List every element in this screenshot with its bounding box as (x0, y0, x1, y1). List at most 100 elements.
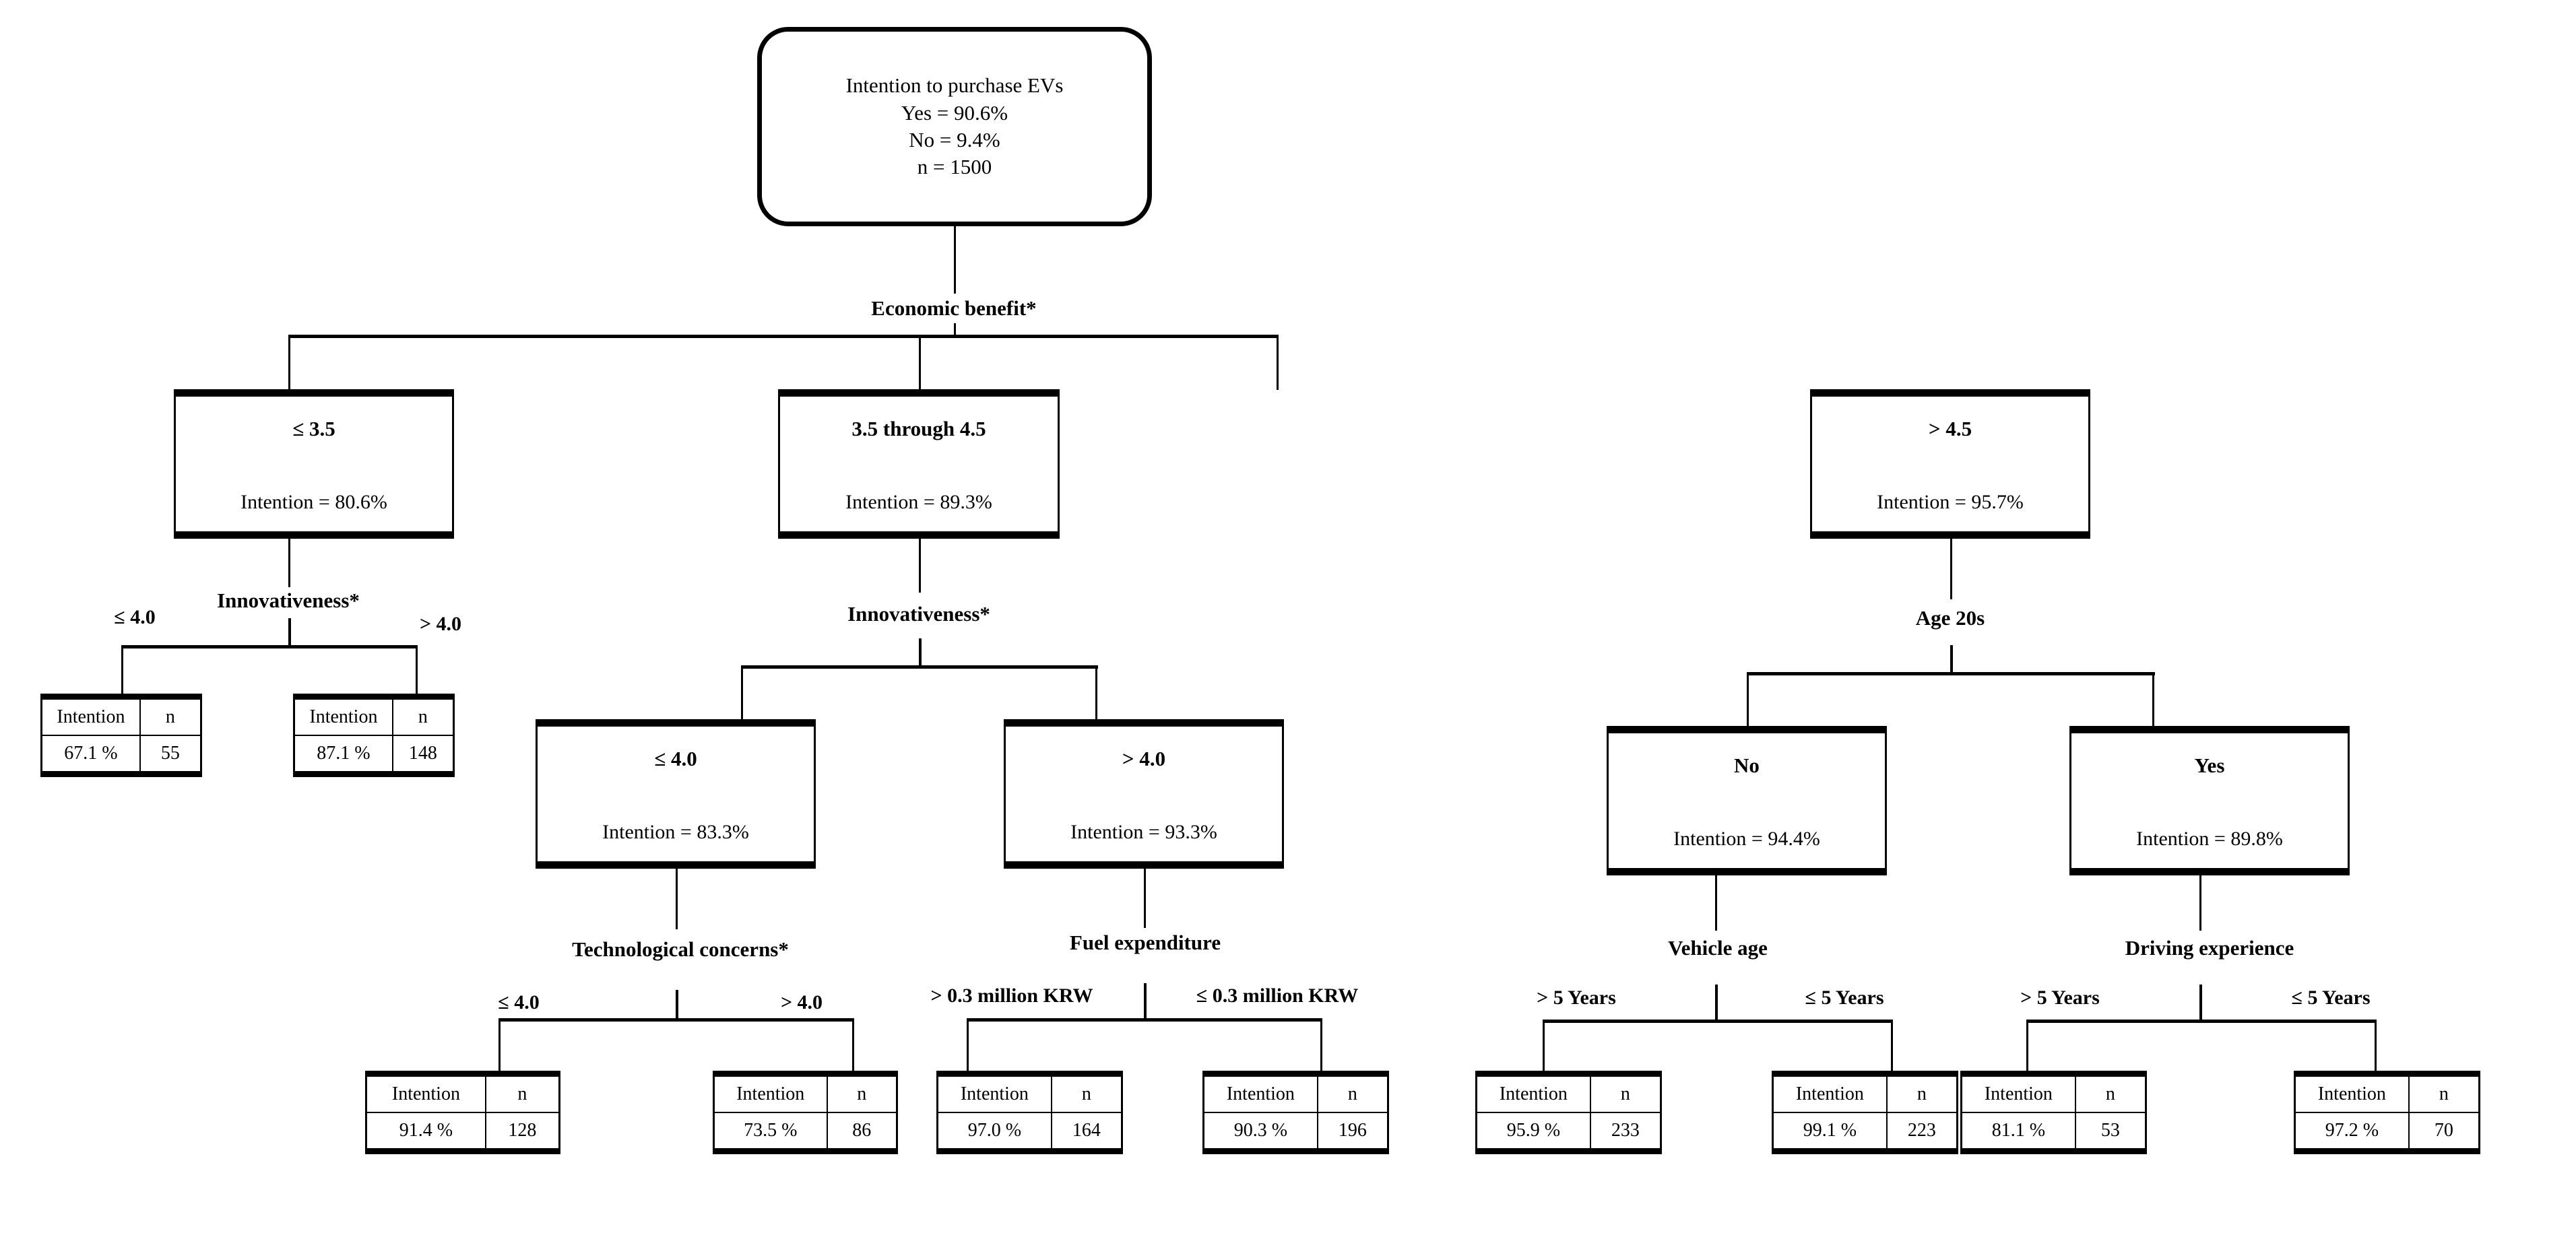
connector-inn-mid-stem (919, 638, 922, 667)
node-innovativeness-le: ≤ 4.0 Intention = 83.3% (536, 719, 816, 869)
leaf-value-intention: 91.4 % (365, 1112, 486, 1152)
node-title: ≤ 4.0 (654, 747, 697, 770)
connector-tech-stem (676, 990, 678, 1020)
leaf-value-n: 196 (1316, 1112, 1389, 1152)
leaf-table-7: Intention n 95.9 % 233 (1475, 1071, 1662, 1154)
connector-inn-left-drop-2 (416, 645, 418, 694)
leaf-value-n: 128 (484, 1112, 560, 1152)
table-row: 81.1 % 53 (1960, 1112, 2147, 1152)
connector-inn-left-drop-1 (121, 645, 123, 694)
root-line-yes: Yes = 90.6% (901, 100, 1008, 125)
node-economic-benefit-high: > 4.5 Intention = 95.7% (1810, 389, 2090, 539)
leaf-header-intention: Intention (1475, 1073, 1591, 1113)
root-line-no: No = 9.4% (909, 128, 1000, 152)
connector-economic-benefit-stem (954, 323, 956, 338)
table-row: Intention n (1202, 1073, 1389, 1113)
leaf-value-intention: 81.1 % (1960, 1112, 2076, 1152)
connector-drv-drop-2 (2375, 1020, 2377, 1071)
leaf-table-6: Intention n 90.3 % 196 (1202, 1071, 1389, 1154)
node-age-yes: Yes Intention = 89.8% (2069, 726, 2350, 875)
leaf-value-intention: 73.5 % (713, 1112, 828, 1152)
leaf-table-1: Intention n 67.1 % 55 (40, 694, 202, 777)
node-stat: Intention = 83.3% (602, 821, 749, 843)
table-row: 87.1 % 148 (293, 735, 455, 775)
branch-label-fuel-le: ≤ 0.3 million KRW (1196, 985, 1359, 1007)
leaf-table-2: Intention n 87.1 % 148 (293, 694, 455, 777)
leaf-header-n: n (826, 1073, 898, 1113)
branch-label-veh-gt: > 5 Years (1537, 987, 1616, 1009)
node-age-no: No Intention = 94.4% (1607, 726, 1887, 875)
branch-label-tech-gt: > 4.0 (780, 991, 823, 1013)
leaf-header-n: n (484, 1073, 560, 1113)
connector-root-down (954, 226, 956, 294)
leaf-value-n: 86 (826, 1112, 898, 1152)
table-row: Intention n (40, 696, 202, 736)
table-row: 97.0 % 164 (936, 1112, 1123, 1152)
leaf-header-n: n (1316, 1073, 1389, 1113)
table-row: 99.1 % 223 (1772, 1112, 1958, 1152)
table-row: Intention n (2294, 1073, 2480, 1113)
leaf-value-intention: 99.1 % (1772, 1112, 1888, 1152)
leaf-value-n: 233 (1589, 1112, 1662, 1152)
leaf-value-n: 70 (2408, 1112, 2480, 1152)
connector-eb-high-drop (1277, 335, 1279, 390)
table-row: Intention n (936, 1073, 1123, 1113)
connector-inn-le-down (676, 869, 678, 929)
connector-veh-drop-1 (1543, 1020, 1545, 1071)
leaf-table-5: Intention n 97.0 % 164 (936, 1071, 1123, 1154)
connector-tech-drop-2 (852, 1018, 854, 1071)
split-label-driving-experience: Driving experience (2125, 936, 2294, 960)
table-row: 95.9 % 233 (1475, 1112, 1662, 1152)
connector-drv-stem (2199, 985, 2202, 1020)
leaf-header-intention: Intention (713, 1073, 828, 1113)
branch-label-veh-le: ≤ 5 Years (1805, 987, 1884, 1009)
node-economic-benefit-mid: 3.5 through 4.5 Intention = 89.3% (778, 389, 1060, 539)
leaf-header-n: n (2408, 1073, 2480, 1113)
leaf-header-intention: Intention (365, 1073, 486, 1113)
split-label-innovativeness-mid: Innovativeness* (847, 602, 990, 626)
connector-age-no-down (1715, 875, 1717, 931)
connector-fuel-drop-2 (1320, 1018, 1322, 1071)
leaf-header-intention: Intention (1772, 1073, 1888, 1113)
split-label-vehicle-age: Vehicle age (1668, 936, 1768, 960)
table-row: Intention n (293, 696, 455, 736)
leaf-header-intention: Intention (1960, 1073, 2076, 1113)
leaf-table-3: Intention n 91.4 % 128 (365, 1071, 560, 1154)
node-innovativeness-gt: > 4.0 Intention = 93.3% (1004, 719, 1284, 869)
leaf-table-10: Intention n 97.2 % 70 (2294, 1071, 2480, 1154)
leaf-value-intention: 90.3 % (1202, 1112, 1318, 1152)
split-label-age-20s: Age 20s (1915, 606, 1985, 630)
connector-veh-bus (1543, 1020, 1893, 1023)
leaf-header-n: n (1886, 1073, 1958, 1113)
split-label-fuel-expenditure: Fuel expenditure (1069, 931, 1221, 954)
connector-eb-mid-drop (919, 335, 921, 390)
connector-eb-low-down (288, 539, 290, 587)
branch-label-drv-le: ≤ 5 Years (2291, 987, 2371, 1009)
node-title: > 4.5 (1928, 417, 1972, 440)
leaf-header-intention: Intention (1202, 1073, 1318, 1113)
leaf-table-4: Intention n 73.5 % 86 (713, 1071, 898, 1154)
node-stat: Intention = 95.7% (1877, 491, 2024, 513)
connector-veh-drop-2 (1891, 1020, 1893, 1071)
connector-economic-benefit-bus (288, 335, 1279, 338)
node-stat: Intention = 89.8% (2136, 828, 2283, 850)
connector-tech-bus (498, 1018, 854, 1022)
connector-inn-left-stem (288, 618, 291, 646)
leaf-value-n: 55 (139, 735, 202, 775)
connector-fuel-stem (1144, 983, 1147, 1018)
connector-inn-gt-down (1144, 869, 1146, 928)
table-row: 67.1 % 55 (40, 735, 202, 775)
node-title: Yes (2194, 754, 2225, 777)
table-row: 90.3 % 196 (1202, 1112, 1389, 1152)
table-row: Intention n (1960, 1073, 2147, 1113)
connector-age-drop-1 (1747, 672, 1749, 726)
leaf-header-n: n (391, 696, 455, 736)
split-label-innovativeness-left: Innovativeness* (217, 589, 360, 612)
connector-veh-stem (1715, 985, 1718, 1020)
connector-drv-bus (2026, 1020, 2377, 1023)
table-row: Intention n (1475, 1073, 1662, 1113)
table-row: 97.2 % 70 (2294, 1112, 2480, 1152)
node-title: 3.5 through 4.5 (851, 417, 986, 440)
connector-fuel-drop-1 (967, 1018, 969, 1071)
